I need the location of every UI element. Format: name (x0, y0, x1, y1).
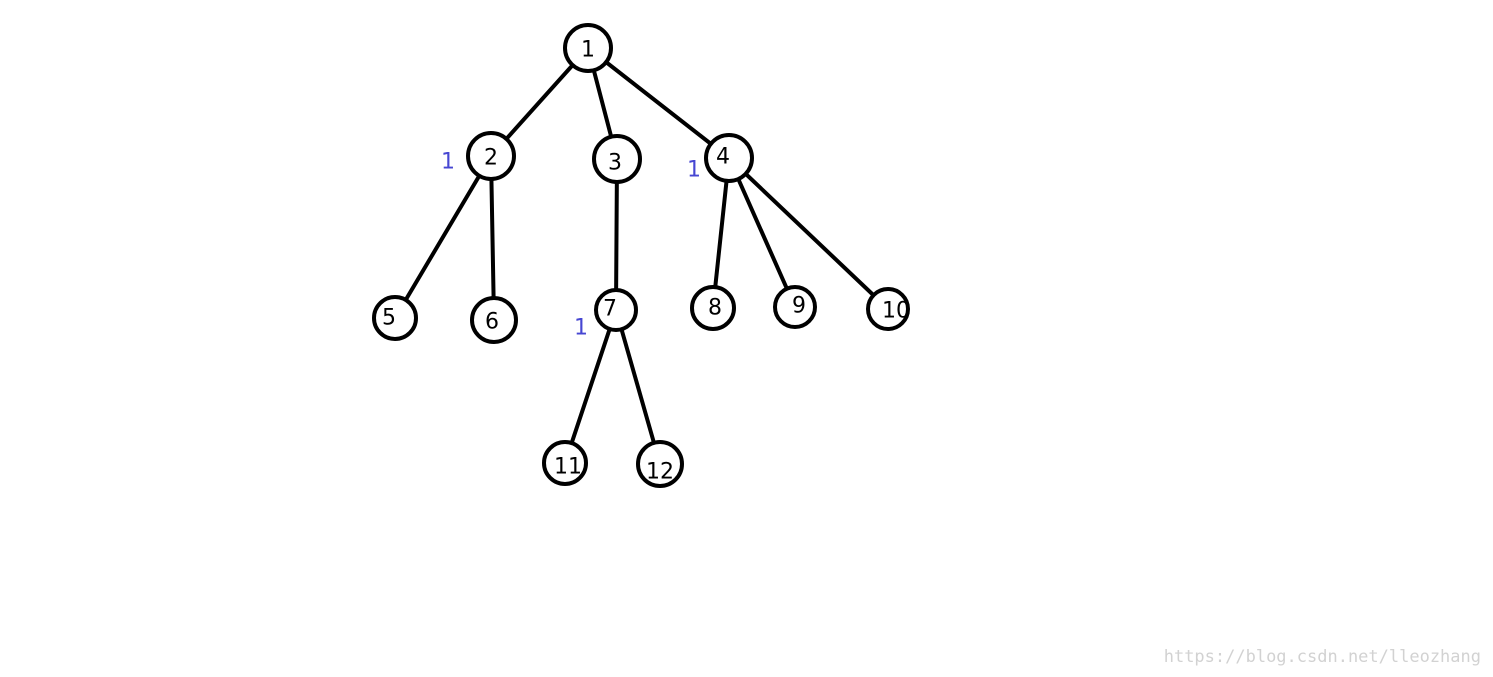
edge-4-9 (727, 156, 797, 309)
edge-7-12 (614, 308, 662, 466)
tree-node-1: 1 (563, 23, 613, 73)
node-label-10: 10 (882, 299, 910, 324)
node-circle-5 (372, 295, 418, 341)
tree-node-12: 12 (636, 440, 684, 488)
node-label-11: 11 (554, 455, 582, 480)
node-label-2: 2 (484, 146, 498, 171)
node-label-5: 5 (382, 306, 396, 331)
node-mark-7: 1 (574, 316, 588, 341)
edge-2-5 (393, 154, 493, 320)
node-label-6: 6 (485, 310, 499, 335)
edge-4-10 (727, 156, 890, 311)
edge-4-8 (711, 156, 731, 310)
node-circle-11 (542, 440, 588, 486)
node-label-7: 7 (603, 297, 617, 322)
node-circle-2 (466, 131, 516, 181)
node-circle-1 (563, 23, 613, 73)
node-label-3: 3 (608, 151, 622, 176)
edge-7-11 (563, 308, 618, 465)
tree-node-3: 3 (592, 134, 642, 184)
edge-1-4 (586, 46, 731, 160)
node-label-8: 8 (708, 296, 722, 321)
node-label-12: 12 (646, 460, 674, 485)
node-label-4: 4 (716, 145, 730, 170)
edges-layer (393, 46, 890, 466)
tree-node-2: 2 (466, 131, 516, 181)
tree-node-4: 4 (704, 133, 754, 183)
tree-node-5: 5 (372, 295, 418, 341)
node-circle-8 (690, 285, 736, 331)
tree-node-7: 7 (594, 288, 638, 332)
node-circle-4 (704, 133, 754, 183)
node-circle-10 (866, 287, 910, 331)
node-mark-2: 1 (441, 150, 455, 175)
node-circle-7 (594, 288, 638, 332)
tree-node-9: 9 (773, 285, 817, 329)
node-mark-4: 1 (687, 158, 701, 183)
node-circle-9 (773, 285, 817, 329)
tree-node-11: 11 (542, 440, 588, 486)
tree-node-8: 8 (690, 285, 736, 331)
node-label-9: 9 (792, 294, 806, 319)
node-circle-6 (470, 296, 518, 344)
node-label-1: 1 (581, 38, 595, 63)
marks-layer: 1 1 1 (441, 150, 701, 341)
tree-node-6: 6 (470, 296, 518, 344)
watermark: https://blog.csdn.net/lleozhang (1163, 647, 1481, 667)
edge-2-6 (489, 154, 496, 322)
tree-node-10: 10 (866, 287, 910, 331)
node-circle-3 (592, 134, 642, 184)
node-circle-12 (636, 440, 684, 488)
edge-3-7 (614, 157, 619, 312)
